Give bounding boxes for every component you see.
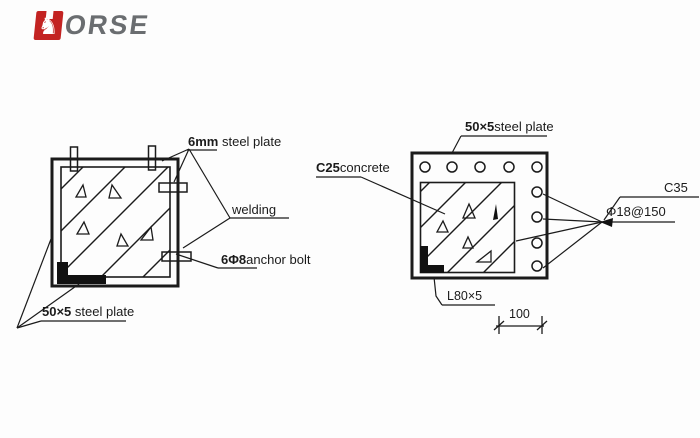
- inner-concrete-column-right: [419, 181, 516, 274]
- anchor-bolt-top-2: [147, 145, 157, 171]
- aggregate-triangles-left: [74, 183, 154, 247]
- anchor-bolt-top-1: [69, 146, 79, 172]
- corner-angle-steel-left: [57, 262, 106, 284]
- dimension-100: [493, 316, 548, 334]
- leader-lines-right: [316, 135, 699, 306]
- label-rebar-phi18: Φ18@150: [606, 204, 666, 219]
- concrete-hatch-left: [61, 167, 170, 277]
- aggregate-triangles-right: [435, 202, 498, 263]
- inner-concrete-column-left: [60, 166, 171, 278]
- anchor-bolt-right-1: [158, 182, 188, 193]
- label-50x5-steel-plate-left: 50×5 steel plate: [42, 304, 135, 319]
- outer-concrete-jacket-right: [410, 151, 549, 280]
- rebar-circles: [419, 161, 543, 272]
- label-welding: welding: [232, 202, 277, 217]
- corner-angle-L80x5: [420, 246, 444, 273]
- label-dimension-100: 100: [509, 307, 530, 321]
- left-diagram: [16, 145, 289, 329]
- label-50x5-steel-plate-right: 50×5steel plate: [465, 119, 554, 134]
- label-6mm-steel-plate: 6mm steel plate: [188, 134, 282, 149]
- label-c35: C35: [664, 180, 688, 195]
- anchor-bolt-right-2: [161, 251, 192, 262]
- concrete-hatch-right: [420, 182, 515, 273]
- label-angle-L80x5: L80×5: [447, 289, 483, 303]
- outer-steel-jacket-left: [50, 157, 180, 288]
- leader-arrowhead: [600, 218, 613, 227]
- label-anchor-bolt: 6Φ8anchor bolt: [221, 252, 311, 267]
- right-diagram: [316, 135, 699, 334]
- leader-lines-left: [16, 148, 289, 329]
- label-c25-concrete: C25concrete: [316, 160, 390, 175]
